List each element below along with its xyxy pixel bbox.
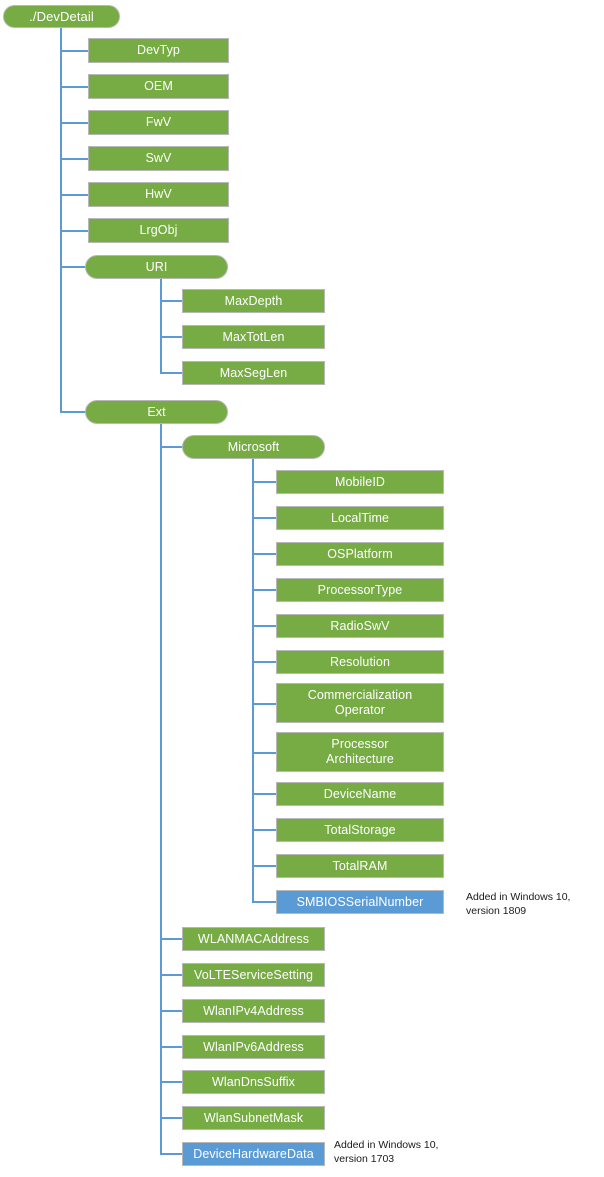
connector-root-to-oem <box>60 86 88 88</box>
node-localtime[interactable]: LocalTime <box>276 506 444 530</box>
connector-root-to-lrgobj <box>60 230 88 232</box>
connector-root-to-ext <box>60 411 86 413</box>
node-commercialization-operator[interactable]: Commercialization Operator <box>276 683 444 723</box>
node-maxtotlen[interactable]: MaxTotLen <box>182 325 325 349</box>
connector-uri-to-maxdepth <box>160 300 182 302</box>
connector-ext-to-wlandnssuffix <box>160 1081 182 1083</box>
node-wlansubnetmask[interactable]: WlanSubnetMask <box>182 1106 325 1130</box>
connector-root-to-uri <box>60 266 86 268</box>
node-wlanipv6address[interactable]: WlanIPv6Address <box>182 1035 325 1059</box>
connector-ms-to-smbiosserial <box>252 901 276 903</box>
connector-root-spine <box>60 27 62 413</box>
node-hwv[interactable]: HwV <box>88 182 229 207</box>
node-fwv[interactable]: FwV <box>88 110 229 135</box>
node-processor-architecture[interactable]: Processor Architecture <box>276 732 444 772</box>
node-lrgobj[interactable]: LrgObj <box>88 218 229 243</box>
connector-uri-to-maxtotlen <box>160 336 182 338</box>
node-wlanipv4address[interactable]: WlanIPv4Address <box>182 999 325 1023</box>
node-radioswv[interactable]: RadioSwV <box>276 614 444 638</box>
connector-ext-to-wlanmacaddress <box>160 938 182 940</box>
connector-root-to-swv <box>60 158 88 160</box>
node-maxdepth[interactable]: MaxDepth <box>182 289 325 313</box>
connector-ext-to-devicehardwaredata <box>160 1153 182 1155</box>
node-ext[interactable]: Ext <box>85 400 228 424</box>
node-uri[interactable]: URI <box>85 255 228 279</box>
node-resolution[interactable]: Resolution <box>276 650 444 674</box>
node-swv[interactable]: SwV <box>88 146 229 171</box>
node-processortype[interactable]: ProcessorType <box>276 578 444 602</box>
node-oem[interactable]: OEM <box>88 74 229 99</box>
annotation-devicehardwaredata: Added in Windows 10, version 1703 <box>334 1139 439 1165</box>
node-osplatform[interactable]: OSPlatform <box>276 542 444 566</box>
connector-uri-spine <box>160 279 162 372</box>
connector-ms-to-osplatform <box>252 553 276 555</box>
connector-ms-to-totalram <box>252 865 276 867</box>
connector-ms-to-mobileid <box>252 481 276 483</box>
connector-uri-to-maxseglen <box>160 372 182 374</box>
node-devtyp[interactable]: DevTyp <box>88 38 229 63</box>
connector-root-to-fwv <box>60 122 88 124</box>
connector-ext-to-microsoft <box>160 446 182 448</box>
connector-ext-spine <box>160 424 162 1153</box>
connector-ms-to-processortype <box>252 589 276 591</box>
node-mobileid[interactable]: MobileID <box>276 470 444 494</box>
connector-ms-to-radioswv <box>252 625 276 627</box>
node-devicehardwaredata[interactable]: DeviceHardwareData <box>182 1142 325 1166</box>
annotation-smbiosserialnumber: Added in Windows 10, version 1809 <box>466 891 571 917</box>
node-wlandnssuffix[interactable]: WlanDnsSuffix <box>182 1070 325 1094</box>
connector-ms-to-resolution <box>252 661 276 663</box>
node-smbiosserialnumber[interactable]: SMBIOSSerialNumber <box>276 890 444 914</box>
node-maxseglen[interactable]: MaxSegLen <box>182 361 325 385</box>
connector-ms-to-processorarch <box>252 752 276 754</box>
node-devicename[interactable]: DeviceName <box>276 782 444 806</box>
connector-ext-to-wlanipv4address <box>160 1010 182 1012</box>
connector-ms-to-devicename <box>252 793 276 795</box>
connector-ext-to-wlanipv6address <box>160 1046 182 1048</box>
connector-ms-to-totalstorage <box>252 829 276 831</box>
node-wlanmacaddress[interactable]: WLANMACAddress <box>182 927 325 951</box>
connector-ms-to-localtime <box>252 517 276 519</box>
node-root-devdetail[interactable]: ./DevDetail <box>3 5 120 28</box>
connector-root-to-hwv <box>60 194 88 196</box>
connector-microsoft-spine <box>252 459 254 902</box>
connector-ext-to-voltservicesetting <box>160 974 182 976</box>
node-microsoft[interactable]: Microsoft <box>182 435 325 459</box>
connector-root-to-devtyp <box>60 50 88 52</box>
connector-ext-to-wlansubnetmask <box>160 1117 182 1119</box>
node-totalstorage[interactable]: TotalStorage <box>276 818 444 842</box>
connector-ms-to-commercialization <box>252 703 276 705</box>
node-totalram[interactable]: TotalRAM <box>276 854 444 878</box>
node-voltservicesetting[interactable]: VoLTEServiceSetting <box>182 963 325 987</box>
